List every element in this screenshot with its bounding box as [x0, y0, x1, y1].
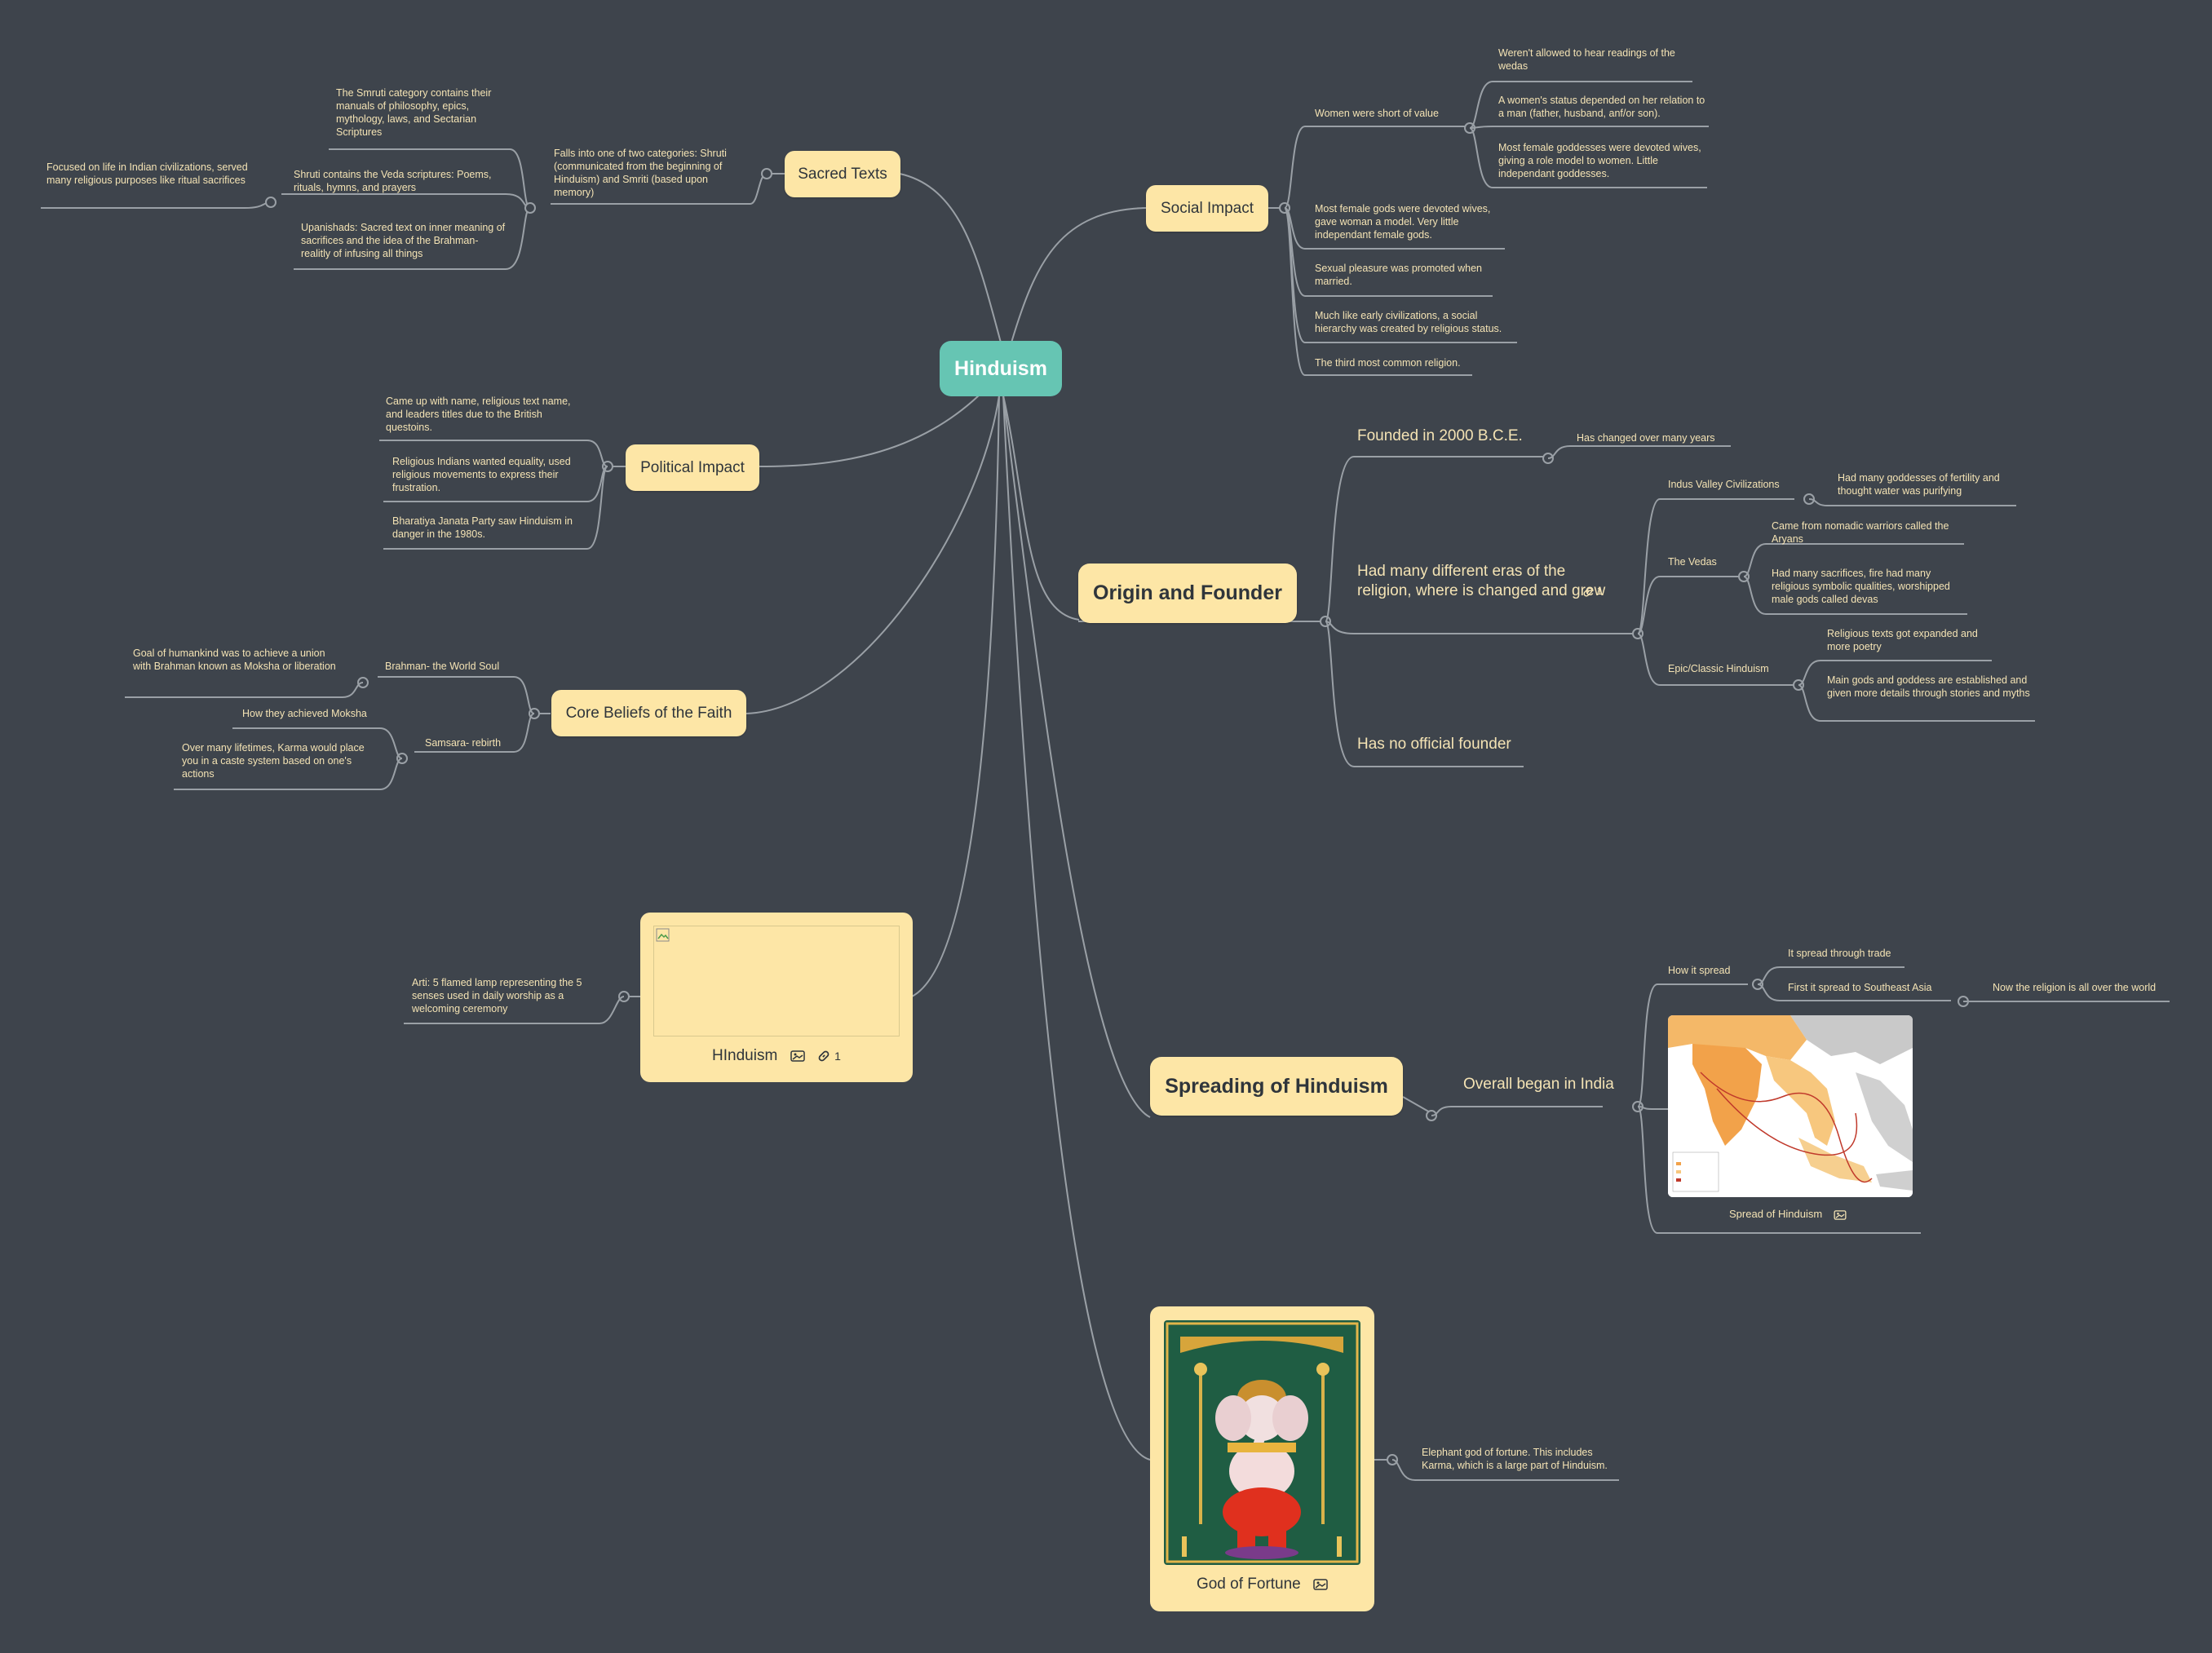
- subtopic-samsara[interactable]: Samsara- rebirth: [425, 737, 502, 749]
- central-topic-label: Hinduism: [954, 356, 1047, 380]
- subtopic-karma[interactable]: Over many lifetimes, Karma would place y…: [182, 742, 365, 780]
- topic-spreading-of-hinduism[interactable]: Spreading of Hinduism: [1150, 1057, 1403, 1116]
- subtopic-vedas[interactable]: The Vedas: [1668, 556, 1717, 568]
- topic-label: Social Impact: [1160, 199, 1254, 217]
- subtopic-no-founder[interactable]: Has no official founder: [1357, 736, 1511, 753]
- subtopic-devoted[interactable]: Most female gods were devoted wives, gav…: [1315, 203, 1491, 241]
- subtopic-third[interactable]: The third most common religion.: [1315, 357, 1461, 369]
- eras-label: Had many different eras of the religion,…: [1357, 563, 1606, 599]
- topic-label: Origin and Founder: [1093, 581, 1282, 604]
- topic-social-impact[interactable]: Social Impact: [1146, 185, 1268, 232]
- map-caption: Spread of Hinduism: [1729, 1208, 1892, 1221]
- image-card-hinduism[interactable]: HInduism 1: [640, 913, 913, 1082]
- subtopic-smruti[interactable]: The Smruti category contains their manua…: [336, 87, 492, 138]
- subtopic-epic-1[interactable]: Religious texts got expanded and more po…: [1827, 628, 1978, 652]
- subtopic-arti[interactable]: Arti: 5 flamed lamp representing the 5 s…: [412, 977, 582, 1014]
- subtopic-shruti[interactable]: Shruti contains the Veda scriptures: Poe…: [294, 169, 492, 193]
- eras-link-badge[interactable]: 1: [1582, 585, 1631, 598]
- ganesha-image: [1164, 1320, 1360, 1565]
- subtopic-began[interactable]: Overall began in India: [1463, 1076, 1614, 1093]
- topic-core-beliefs[interactable]: Core Beliefs of the Faith: [551, 690, 746, 736]
- subtopic-eras[interactable]: Had many different eras of the religion,…: [1357, 562, 1610, 601]
- link-icon: [1583, 587, 1593, 597]
- subtopic-equality[interactable]: Religious Indians wanted equality, used …: [392, 456, 571, 493]
- subtopic-women-2[interactable]: A women's status depended on her relatio…: [1498, 95, 1705, 119]
- broken-image-placeholder: [653, 926, 900, 1036]
- caption-text: God of Fortune: [1196, 1576, 1301, 1593]
- subtopic-vedas-2[interactable]: Had many sacrifices, fire had many relig…: [1772, 568, 1950, 605]
- topic-label: Political Impact: [640, 458, 745, 476]
- subtopic-indus[interactable]: Indus Valley Civilizations: [1668, 479, 1780, 490]
- link-count: 1: [834, 1050, 841, 1063]
- subtopic-vedas-1[interactable]: Came from nomadic warriors called the Ar…: [1772, 520, 1949, 545]
- map-caption-text: Spread of Hinduism: [1729, 1208, 1823, 1220]
- subtopic-moksha[interactable]: How they achieved Moksha: [242, 708, 367, 719]
- subtopic-world[interactable]: Now the religion is all over the world: [1993, 982, 2157, 993]
- broken-image-icon: [656, 928, 670, 942]
- subtopic-women-1[interactable]: Weren't allowed to hear readings of the …: [1498, 47, 1675, 72]
- topic-label: Spreading of Hinduism: [1165, 1074, 1388, 1098]
- subtopic-sea[interactable]: First it spread to Southeast Asia: [1788, 982, 1932, 993]
- link-count: 1: [1596, 585, 1603, 597]
- subtopic-elephant[interactable]: Elephant god of fortune. This includes K…: [1422, 1447, 1608, 1471]
- subtopic-focused[interactable]: Focused on life in Indian civilizations,…: [46, 161, 248, 186]
- subtopic-brahman[interactable]: Brahman- the World Soul: [385, 661, 500, 672]
- subtopic-indus-1[interactable]: Had many goddesses of fertility and thou…: [1838, 472, 2000, 497]
- subtopic-bjp[interactable]: Bharatiya Janata Party saw Hinduism in d…: [392, 515, 573, 540]
- subtopic-women[interactable]: Women were short of value: [1315, 108, 1439, 119]
- topic-label: Sacred Texts: [798, 165, 887, 183]
- topic-origin-and-founder[interactable]: Origin and Founder: [1078, 564, 1297, 623]
- card-caption: God of Fortune: [1150, 1576, 1374, 1593]
- subtopic-epic-2[interactable]: Main gods and goddess are established an…: [1827, 674, 2030, 699]
- subtopic-upanishads[interactable]: Upanishads: Sacred text on inner meaning…: [301, 222, 506, 259]
- subtopic-pleasure[interactable]: Sexual pleasure was promoted when marrie…: [1315, 263, 1482, 287]
- subtopic-goal[interactable]: Goal of humankind was to achieve a union…: [133, 647, 336, 672]
- ganesha-illustration: [1164, 1320, 1360, 1565]
- topic-political-impact[interactable]: Political Impact: [626, 444, 759, 491]
- subtopic-founded[interactable]: Founded in 2000 B.C.E.: [1357, 427, 1523, 444]
- image-icon[interactable]: [1834, 1209, 1847, 1220]
- subtopic-british[interactable]: Came up with name, religious text name, …: [386, 396, 571, 433]
- subtopic-categories[interactable]: Falls into one of two categories: Shruti…: [554, 148, 727, 198]
- subtopic-changed[interactable]: Has changed over many years: [1577, 432, 1715, 444]
- image-icon[interactable]: [790, 1050, 805, 1062]
- image-icon[interactable]: [1313, 1579, 1328, 1590]
- caption-text: HInduism: [712, 1047, 778, 1064]
- subtopic-trade[interactable]: It spread through trade: [1788, 948, 1891, 959]
- central-topic[interactable]: Hinduism: [940, 341, 1062, 396]
- link-icon[interactable]: [817, 1050, 830, 1063]
- subtopic-women-3[interactable]: Most female goddesses were devoted wives…: [1498, 142, 1701, 179]
- subtopic-epic[interactable]: Epic/Classic Hinduism: [1668, 663, 1769, 674]
- map-image[interactable]: [1668, 1015, 1913, 1197]
- topic-sacred-texts[interactable]: Sacred Texts: [785, 151, 900, 197]
- image-card-god-of-fortune[interactable]: God of Fortune: [1150, 1306, 1374, 1611]
- spread-map-graphic: [1668, 1015, 1913, 1197]
- topic-label: Core Beliefs of the Faith: [565, 704, 732, 722]
- subtopic-how[interactable]: How it spread: [1668, 965, 1731, 976]
- card-caption: HInduism 1: [640, 1047, 913, 1065]
- subtopic-hierarchy[interactable]: Much like early civilizations, a social …: [1315, 310, 1502, 334]
